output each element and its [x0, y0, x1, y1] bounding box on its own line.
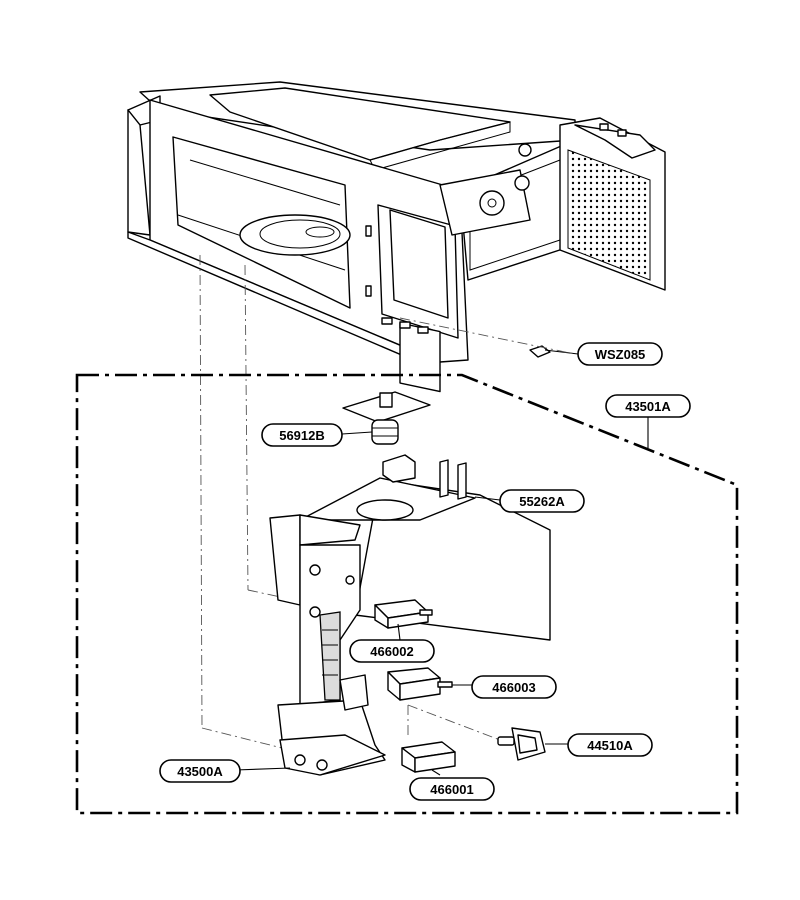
part-55262a-latch-housing: [269, 454, 551, 776]
svg-text:44510A: 44510A: [587, 738, 633, 753]
microwave-cavity-assembly: [127, 81, 666, 393]
part-label-466001: 466001: [409, 777, 495, 801]
part-label-55262a: 55262A: [499, 489, 585, 513]
assembly-group-border: [75, 373, 739, 815]
part-466001-switch: [401, 741, 456, 773]
part-466003-switch: [387, 667, 453, 701]
part-label-56912b: 56912B: [261, 423, 343, 447]
screw-wsz085: [529, 345, 579, 358]
svg-text:466002: 466002: [370, 644, 413, 659]
part-56912b-lamp: [342, 391, 431, 445]
leader-lines: [234, 417, 649, 776]
part-label-44510a: 44510A: [567, 733, 653, 757]
hidden-guide-lines: [199, 254, 576, 749]
svg-text:WSZ085: WSZ085: [595, 347, 646, 362]
svg-text:43501A: 43501A: [625, 399, 671, 414]
part-44510a-bracket: [497, 727, 546, 761]
svg-text:55262A: 55262A: [519, 494, 565, 509]
part-label-466002: 466002: [349, 639, 435, 663]
svg-text:43500A: 43500A: [177, 764, 223, 779]
svg-text:56912B: 56912B: [279, 428, 325, 443]
part-label-43501a: 43501A: [605, 394, 691, 418]
part-label-43500a: 43500A: [159, 759, 241, 783]
svg-text:466003: 466003: [492, 680, 535, 695]
svg-text:466001: 466001: [430, 782, 473, 797]
part-label-466003: 466003: [471, 675, 557, 699]
part-label-wsz085: WSZ085: [577, 342, 663, 366]
